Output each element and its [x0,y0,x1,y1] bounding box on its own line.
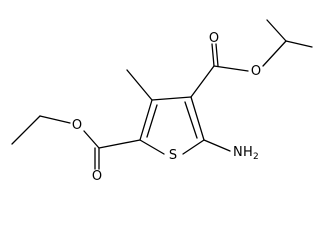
bond-isopropyl-ch-o [262,40,287,67]
bond-lines [11,19,313,170]
atom-oxygen-carbonyl-top: O [209,31,219,46]
bond-ester-o-carbonyl-c-top [213,65,249,72]
bond-methyl [126,69,153,101]
atom-hydrogen: H [243,145,253,160]
bond-carbonyl-top-double-a [211,43,215,67]
bond-ring-c3-c4 [151,96,192,101]
amino-group-label: N H 2 [233,145,259,162]
atom-oxygen-ester-isopropyl: O [251,64,261,79]
bond-ring-c3-c2 [190,96,205,141]
atom-sulfur: S [169,148,177,163]
atom-hydrogen-subscript: 2 [253,152,259,162]
bond-carbonyl-c-ester-o [83,130,100,149]
bond-ring-s-c5 [139,139,165,155]
bond-ring-c2-s [182,139,205,155]
bond-ring-c5-c4-inner [146,104,158,138]
atom-oxygen-ester-ethyl: O [72,118,82,133]
bond-ester-o-ch2 [39,115,71,124]
bond-carbonyl-c-ring-c3 [190,65,215,98]
bond-c2-amino [203,139,231,152]
atom-nitrogen: N [233,145,243,160]
bond-carbonyl-top-double-b [215,43,219,67]
atom-oxygen-carbonyl-bottom: O [92,169,102,184]
bond-ring-c5-c4 [139,99,153,141]
bond-ethyl-ch2-ch3 [11,115,41,145]
bond-isopropyl-methyl-right [285,40,313,48]
bond-isopropyl-methyl-left [266,19,287,42]
bond-c5-carbonyl-c [98,139,141,149]
bond-ring-c3-c2-inner [184,101,198,139]
atom-labels: O O S O O N H 2 [72,31,261,184]
chemical-structure-diagram: O O S O O N H 2 [11,19,313,184]
